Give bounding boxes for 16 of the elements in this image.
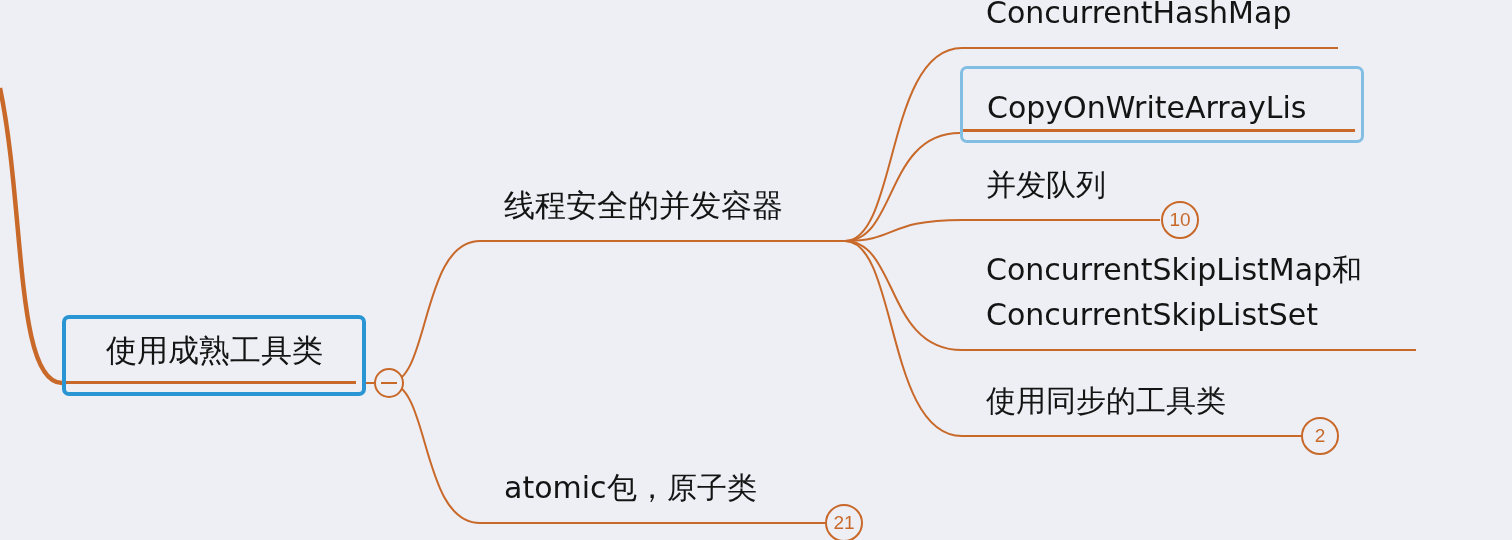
topic-text: atomic包，原子类 — [504, 469, 757, 507]
count-badge: 21 — [825, 504, 863, 540]
topic-text: CopyOnWriteArrayLis — [987, 89, 1307, 127]
branch-line — [844, 240, 963, 437]
topic-text: ConcurrentHashMap — [986, 0, 1292, 32]
topic-box — [62, 315, 366, 396]
topic-text: 并发队列 — [986, 166, 1106, 204]
branch-line — [0, 87, 63, 386]
topic-text: 使用成熟工具类 — [105, 331, 323, 371]
topic-text: 使用同步的工具类 — [986, 382, 1226, 420]
topic-text: ConcurrentSkipListMap和 ConcurrentSkipListSet — [986, 251, 1364, 334]
selected-topic-box — [960, 66, 1364, 143]
count-badge: 10 — [1161, 201, 1199, 239]
count-badge: 2 — [1301, 417, 1339, 455]
topic-text: 线程安全的并发容器 — [504, 185, 783, 225]
topic — [962, 0, 1338, 49]
